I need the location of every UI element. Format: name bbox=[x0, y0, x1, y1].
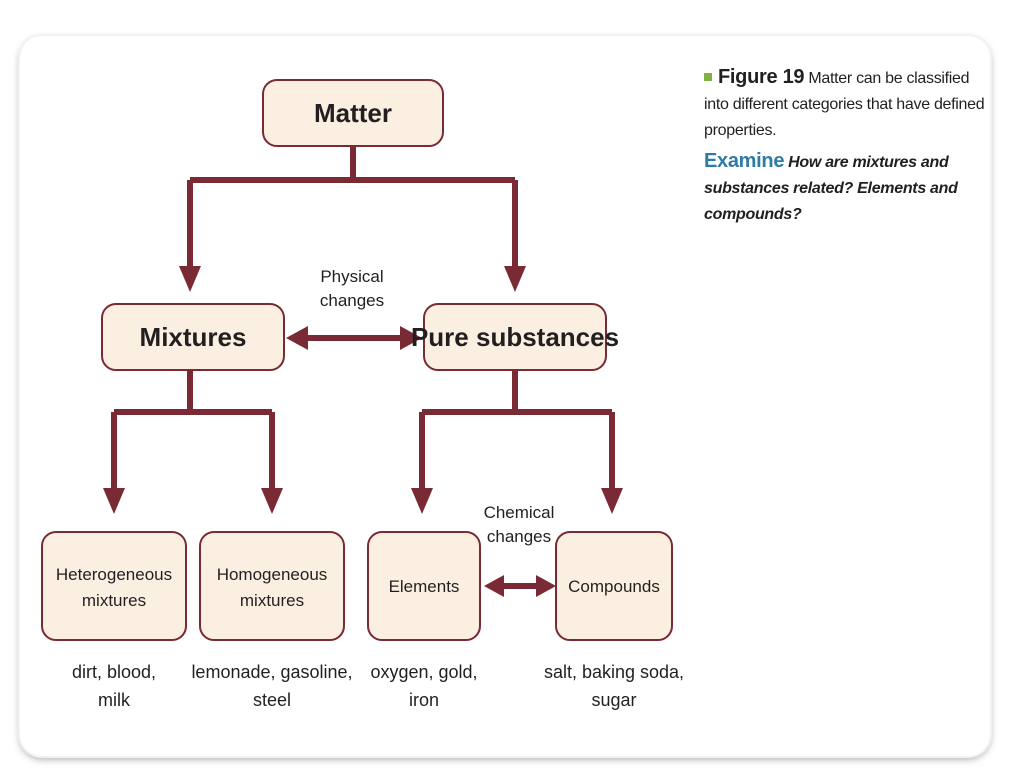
arrow-to-compounds bbox=[601, 488, 623, 514]
label-homogeneous-line2: mixtures bbox=[240, 591, 304, 610]
box-matter bbox=[262, 79, 444, 147]
chemical-changes-line2: changes bbox=[487, 527, 551, 546]
box-compounds bbox=[555, 531, 673, 641]
examples-compounds-line2: sugar bbox=[591, 690, 636, 710]
chemical-changes-line1: Chemical bbox=[484, 503, 555, 522]
connector-pure-substances bbox=[419, 370, 615, 490]
examples-heterogeneous-line2: milk bbox=[98, 690, 131, 710]
chemical-changes-arrow-right bbox=[536, 575, 556, 597]
label-mixtures: Mixtures bbox=[140, 322, 247, 352]
figure-description: Figure 19 Matter can be classified into … bbox=[704, 64, 994, 144]
examples-elements-line2: iron bbox=[409, 690, 439, 710]
arrow-to-homogeneous bbox=[261, 488, 283, 514]
label-elements: Elements bbox=[389, 577, 460, 596]
examples-compounds-line1: salt, baking soda, bbox=[544, 662, 684, 682]
connector-mixtures bbox=[111, 370, 275, 490]
label-heterogeneous-line2: mixtures bbox=[82, 591, 146, 610]
physical-changes-arrow-right bbox=[400, 326, 422, 350]
figure-text: Matter can be classified into different … bbox=[704, 70, 985, 139]
arrow-to-pure-substances bbox=[504, 266, 526, 292]
label-pure-substances: Pure substances bbox=[411, 322, 619, 352]
arrow-to-elements bbox=[411, 488, 433, 514]
figure-label: Figure 19 bbox=[718, 66, 805, 88]
box-pure-substances bbox=[423, 303, 607, 371]
examine-text: How are mixtures and substances related?… bbox=[704, 154, 958, 223]
physical-changes-line2: changes bbox=[320, 291, 384, 310]
examine-label: Examine bbox=[704, 150, 785, 172]
chemical-changes-arrow-left bbox=[484, 575, 504, 597]
label-heterogeneous-line1: Heterogeneous bbox=[56, 565, 172, 584]
arrow-to-heterogeneous bbox=[103, 488, 125, 514]
label-homogeneous-line1: Homogeneous bbox=[217, 565, 328, 584]
examples-heterogeneous-line1: dirt, blood, bbox=[72, 662, 156, 682]
examples-homogeneous-line2: steel bbox=[253, 690, 291, 710]
figure-marker-icon bbox=[704, 73, 712, 81]
physical-changes-arrow-left bbox=[286, 326, 308, 350]
physical-changes-line1: Physical bbox=[320, 267, 383, 286]
box-heterogeneous bbox=[41, 531, 187, 641]
box-mixtures bbox=[101, 303, 285, 371]
connector-matter bbox=[187, 146, 518, 268]
box-elements bbox=[367, 531, 481, 641]
figure-caption: Figure 19 Matter can be classified into … bbox=[704, 64, 994, 228]
examples-homogeneous-line1: lemonade, gasoline, bbox=[191, 662, 352, 682]
box-homogeneous bbox=[199, 531, 345, 641]
label-compounds: Compounds bbox=[568, 577, 660, 596]
examples-elements-line1: oxygen, gold, bbox=[370, 662, 477, 682]
label-matter: Matter bbox=[314, 98, 392, 128]
arrow-to-mixtures bbox=[179, 266, 201, 292]
